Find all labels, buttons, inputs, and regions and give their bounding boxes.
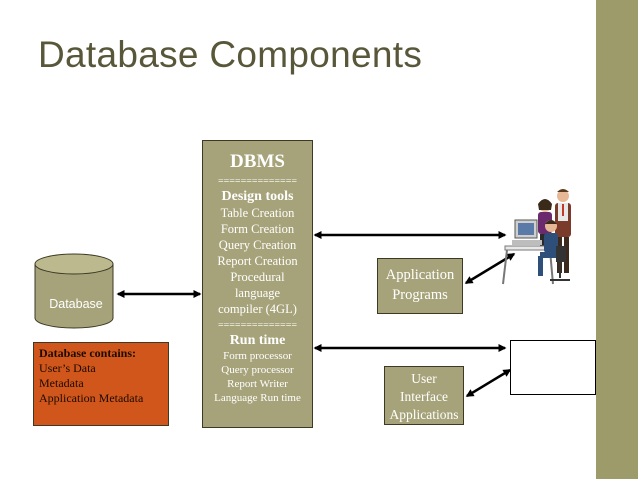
run-time-heading: Run time [229, 333, 286, 348]
screen-icon [510, 340, 596, 395]
page-title: Database Components [38, 34, 423, 75]
contains-item: User’s Data [39, 361, 96, 375]
user-interface-line3: Applications [389, 407, 459, 422]
user-interface-line1: User [411, 371, 437, 386]
contains-item: Metadata [39, 376, 84, 390]
design-tool-item: Query Creation [218, 238, 297, 252]
dbms-separator-top: ============== [218, 176, 297, 187]
application-programs-line2: Programs [392, 287, 448, 303]
contains-heading: Database contains: [39, 346, 137, 360]
design-tool-item: Table Creation [220, 206, 295, 220]
user-interface-line2: Interface [400, 389, 448, 404]
dbms-box: DBMS ============== Design tools Table C… [202, 140, 313, 428]
run-time-item: Form processor [223, 350, 292, 362]
run-time-item: Report Writer [227, 378, 288, 390]
application-programs-box: Application Programs [377, 258, 463, 314]
design-tool-item: Report Creation [217, 254, 298, 268]
application-programs-line1: Application [385, 267, 455, 283]
contains-item: Application Metadata [39, 391, 144, 405]
design-tool-item: Procedural [230, 270, 285, 284]
database-label: Database [49, 297, 103, 311]
dbms-separator-bottom: ============== [218, 320, 297, 331]
right-decorative-band [596, 0, 638, 479]
design-tools-heading: Design tools [221, 189, 294, 204]
run-time-item: Language Run time [214, 392, 301, 404]
people-at-computer-icon [502, 189, 571, 285]
database-cylinder-icon [34, 253, 114, 329]
database-contains-box: Database contains: User’s Data Metadata … [33, 342, 169, 426]
dbms-title: DBMS [230, 151, 285, 172]
design-tool-item: Form Creation [220, 222, 295, 236]
arrow-ui-screen [465, 368, 512, 398]
design-tool-item: language [234, 286, 281, 300]
user-interface-box: User Interface Applications [384, 366, 464, 425]
run-time-item: Query processor [221, 364, 294, 376]
design-tool-item: compiler (4GL) [218, 302, 297, 316]
